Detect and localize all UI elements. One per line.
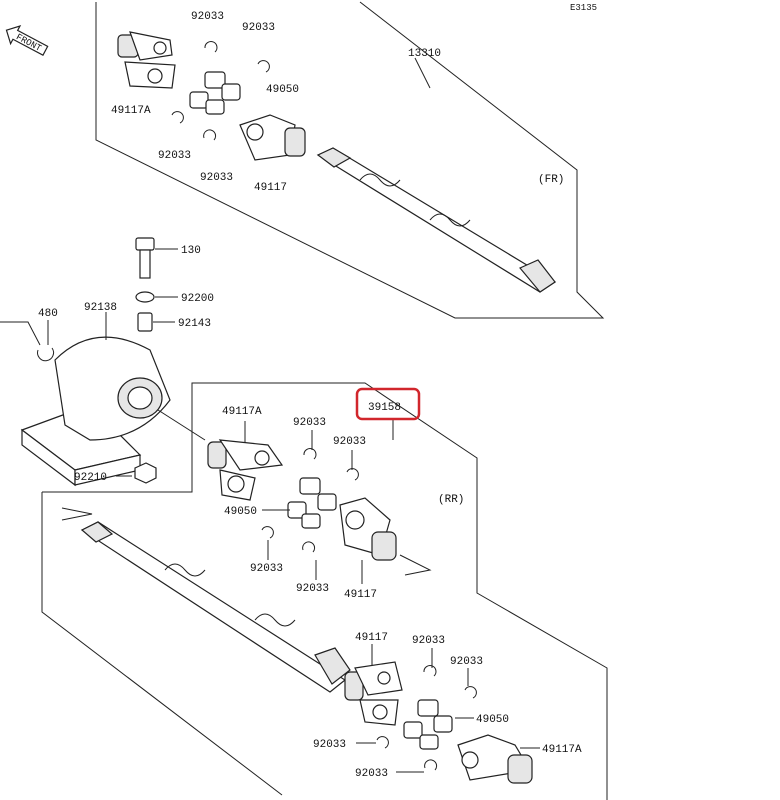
part-label: 49117A: [111, 105, 151, 117]
snap-ring-icon: [302, 541, 316, 553]
yoke-49117a-icon: [207, 439, 284, 501]
part-label: 92033: [293, 417, 326, 429]
part-label: 92033: [242, 22, 275, 34]
shaft-13310-icon: [316, 147, 557, 293]
bearing-housing-92138-icon: [20, 336, 171, 487]
part-label: 49050: [266, 84, 299, 96]
part-label: 92033: [450, 656, 483, 668]
snap-ring-icon: [346, 468, 359, 481]
part-label: 49117A: [542, 744, 582, 756]
part-label: 92033: [191, 11, 224, 23]
spider-49050-icon: [287, 477, 337, 529]
spider-49050-icon: [189, 71, 241, 115]
front-arrow-icon: FRONT: [5, 25, 49, 57]
part-label: 92033: [250, 563, 283, 575]
yoke-49117-icon: [339, 497, 397, 561]
part-label: 480: [38, 308, 58, 320]
snap-ring-icon: [464, 686, 477, 699]
part-label: 92210: [74, 472, 107, 484]
part-label: 92033: [158, 150, 191, 162]
snap-ring-icon: [376, 736, 389, 749]
part-number-label[interactable]: 39158: [368, 402, 401, 414]
snap-ring-icon: [204, 41, 218, 53]
part-label: 92138: [84, 302, 117, 314]
snap-ring-icon: [171, 111, 184, 124]
yoke-49117-icon: [344, 661, 403, 726]
yoke-49117a-icon: [457, 734, 533, 784]
yoke-49117-icon: [239, 114, 306, 161]
bearing-assembly: 130 92200 92143 92138 480 92210: [0, 237, 214, 487]
page-code: E3135: [570, 3, 597, 13]
nut-92210-icon: [134, 462, 157, 484]
part-label: 49050: [476, 714, 509, 726]
snap-ring-icon: [303, 448, 317, 460]
part-label: 92143: [178, 318, 211, 330]
upper-assembly: 92033 92033 49117A 49050 92033 92033 491…: [95, 1, 605, 319]
yoke-49117a-icon: [117, 31, 176, 89]
part-label: 49117A: [222, 406, 262, 418]
part-label: 92033: [355, 768, 388, 780]
part-label: 92033: [200, 172, 233, 184]
part-label: 49117: [355, 632, 388, 644]
collar-92143-icon: [137, 312, 153, 332]
part-label: 49050: [224, 506, 257, 518]
front-label: FRONT: [14, 32, 43, 54]
position-label: (RR): [438, 494, 464, 506]
part-label: 49117: [344, 589, 377, 601]
part-number-label: 13310: [408, 48, 441, 60]
snap-ring-icon: [261, 526, 274, 539]
part-label: 92200: [181, 293, 214, 305]
part-label: 92033: [313, 739, 346, 751]
snap-ring-icon: [423, 665, 437, 677]
lower-assembly: 49117A 92033 92033 49050 92033 92033 491…: [41, 382, 608, 800]
part-label: 92033: [412, 635, 445, 647]
part-label: 92033: [333, 436, 366, 448]
part-label: 130: [181, 245, 201, 257]
bolt-130-icon: [135, 237, 155, 279]
circlip-480-icon: [37, 347, 55, 362]
snap-ring-icon: [424, 759, 438, 771]
part-label: 92033: [296, 583, 329, 595]
snap-ring-icon: [203, 129, 217, 141]
highlight-box: [355, 387, 421, 421]
shaft-39158-icon: [80, 521, 351, 693]
part-label: 49117: [254, 182, 287, 194]
snap-ring-icon: [257, 60, 270, 73]
washer-92200-icon: [135, 291, 155, 303]
position-label: (FR): [538, 174, 564, 186]
spider-49050-icon: [403, 699, 453, 750]
